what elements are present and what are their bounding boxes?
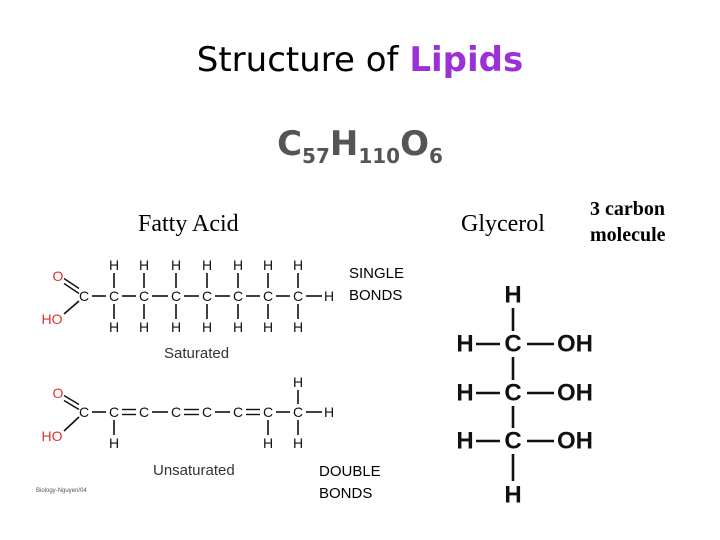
three-carbon-line1: 3 carbon	[590, 198, 665, 220]
hydrogen-atom: H	[293, 374, 303, 390]
saturated-label: Saturated	[164, 345, 229, 362]
credit-label: Biology-Nguyen/04	[36, 488, 87, 494]
carbon-atom: C	[171, 288, 181, 304]
double-bonds-line1: DOUBLE	[319, 463, 381, 480]
formula-c: C	[277, 124, 303, 164]
double-bonds-label: DOUBLE BONDS	[319, 461, 381, 505]
hydrogen-atom: H	[293, 319, 303, 335]
hydrogen-atom: H	[139, 319, 149, 335]
hydrogen-atom: H	[233, 319, 243, 335]
hydrogen-atom: H	[171, 319, 181, 335]
hydroxyl-group: OH	[557, 380, 593, 407]
carbon-atom: C	[233, 404, 243, 420]
top-hydrogen: H	[504, 282, 521, 309]
glycerol-carbon: C	[504, 428, 521, 455]
carbon-atom: C	[79, 288, 89, 304]
formula-o: O	[400, 124, 429, 164]
title-prefix: Structure of	[196, 40, 410, 80]
carbon-atom: C	[293, 404, 303, 420]
glycerol-hydrogen: H	[456, 380, 473, 407]
molecular-formula: C57H110O6	[0, 124, 720, 168]
bottom-hydrogen: H	[504, 482, 521, 509]
double-bonds-line2: BONDS	[319, 485, 373, 502]
carbon-atom: C	[263, 404, 273, 420]
formula-h-sub: 110	[358, 143, 401, 168]
formula-h: H	[329, 124, 359, 164]
carbon-atom: C	[293, 288, 303, 304]
carbon-atom: C	[139, 404, 149, 420]
carbon-atom: C	[202, 404, 212, 420]
carbon-atom: C	[202, 288, 212, 304]
carbon-atom: C	[171, 404, 181, 420]
hydrogen-atom: H	[293, 435, 303, 451]
hydrogen-atom: H	[139, 257, 149, 273]
hydrogen-atom: H	[263, 435, 273, 451]
hydroxyl-group: OH	[557, 331, 593, 358]
terminal-hydrogen: H	[324, 404, 334, 420]
glycerol-carbon: C	[504, 331, 521, 358]
hydrogen-atom: H	[263, 257, 273, 273]
fatty-acid-label: Fatty Acid	[138, 211, 239, 237]
hydrogen-atom: H	[109, 319, 119, 335]
hydrogen-atom: H	[202, 257, 212, 273]
carbon-atom: C	[139, 288, 149, 304]
page-title: Structure of Lipids	[0, 40, 720, 80]
carbon-atom: C	[233, 288, 243, 304]
formula-c-sub: 57	[302, 143, 330, 168]
title-accent: Lipids	[409, 40, 524, 80]
hydrogen-atom: H	[109, 435, 119, 451]
single-bonds-line2: BONDS	[349, 287, 403, 304]
carbonyl-double-bond	[63, 277, 80, 290]
glycerol-label: Glycerol	[461, 211, 545, 237]
single-bonds-label: SINGLE BONDS	[349, 263, 404, 307]
single-bonds-line1: SINGLE	[349, 265, 405, 282]
formula-o-sub: 6	[429, 143, 443, 168]
hydroxyl-group: HO	[42, 311, 63, 327]
hydrogen-atom: H	[293, 257, 303, 273]
unsaturated-label: Unsaturated	[153, 462, 235, 479]
carbon-atom: C	[109, 404, 119, 420]
hydrogen-atom: H	[263, 319, 273, 335]
carbonyl-oxygen: O	[53, 268, 64, 284]
three-carbon-label: 3 carbon molecule	[590, 196, 666, 248]
hydroxyl-group: OH	[557, 428, 593, 455]
three-carbon-line2: molecule	[590, 224, 666, 246]
hydrogen-atom: H	[109, 257, 119, 273]
carbonyl-double-bond	[63, 282, 80, 295]
hydrogen-atom: H	[233, 257, 243, 273]
hydroxyl-group: HO	[42, 428, 63, 444]
glycerol-hydrogen: H	[456, 331, 473, 358]
hydrogen-atom: H	[171, 257, 181, 273]
glycerol-hydrogen: H	[456, 428, 473, 455]
carbon-atom: C	[79, 404, 89, 420]
hydrogen-atom: H	[202, 319, 212, 335]
carbon-atom: C	[263, 288, 273, 304]
carbonyl-double-bond	[63, 399, 80, 411]
carbonyl-double-bond	[63, 394, 80, 406]
glycerol-carbon: C	[504, 380, 521, 407]
carbon-atom: C	[109, 288, 119, 304]
terminal-hydrogen: H	[324, 288, 334, 304]
carbonyl-oxygen: O	[53, 385, 64, 401]
hydroxyl-bond	[63, 300, 80, 315]
hydroxyl-bond	[63, 416, 80, 432]
